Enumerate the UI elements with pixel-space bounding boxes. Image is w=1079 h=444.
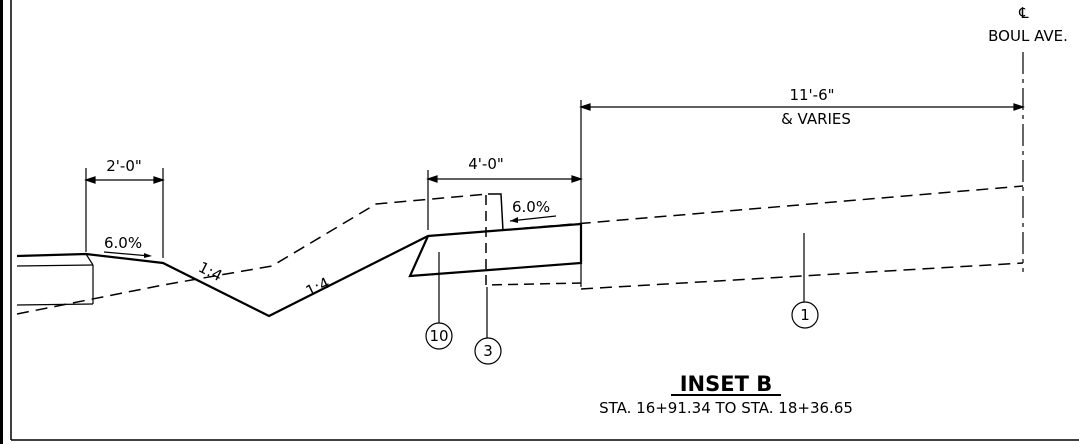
dimension-left-label: 2'-0": [106, 157, 142, 175]
curb-outline: [485, 193, 582, 286]
slope-curb-arrowhead: [510, 217, 518, 223]
dimension-right: [579, 103, 1025, 111]
slope-left-arrowhead: [144, 253, 152, 258]
inset-station-range: STA. 16+91.34 TO STA. 18+36.65: [599, 399, 853, 417]
centerline-label: BOUL AVE.: [988, 27, 1068, 45]
dimension-right-label: 11'-6": [789, 86, 834, 104]
callout-1-label: 1: [800, 306, 810, 324]
callout-1: 1: [791, 233, 819, 329]
finished-grade: [16, 222, 583, 318]
dimension-right-sublabel: & VARIES: [781, 110, 851, 128]
slope-curb-label: 6.0%: [512, 198, 550, 216]
existing-grade-dashed: [16, 185, 1024, 315]
existing-slab: [16, 253, 94, 306]
centerline-symbol: ℄: [1018, 4, 1029, 22]
slope-left-arrow: [103, 251, 151, 257]
callout-10: 10: [425, 252, 453, 350]
callout-3-label: 3: [483, 342, 493, 360]
slope-left-label: 6.0%: [104, 234, 142, 252]
callout-10-label: 10: [429, 327, 448, 345]
dimension-middle: [426, 100, 583, 287]
dimension-middle-label: 4'-0": [468, 155, 504, 173]
callout-3: 3: [474, 287, 502, 365]
dimension-left: [84, 168, 165, 258]
centerline: ℄ BOUL AVE.: [988, 4, 1068, 272]
inset-title: INSET B: [680, 372, 773, 396]
